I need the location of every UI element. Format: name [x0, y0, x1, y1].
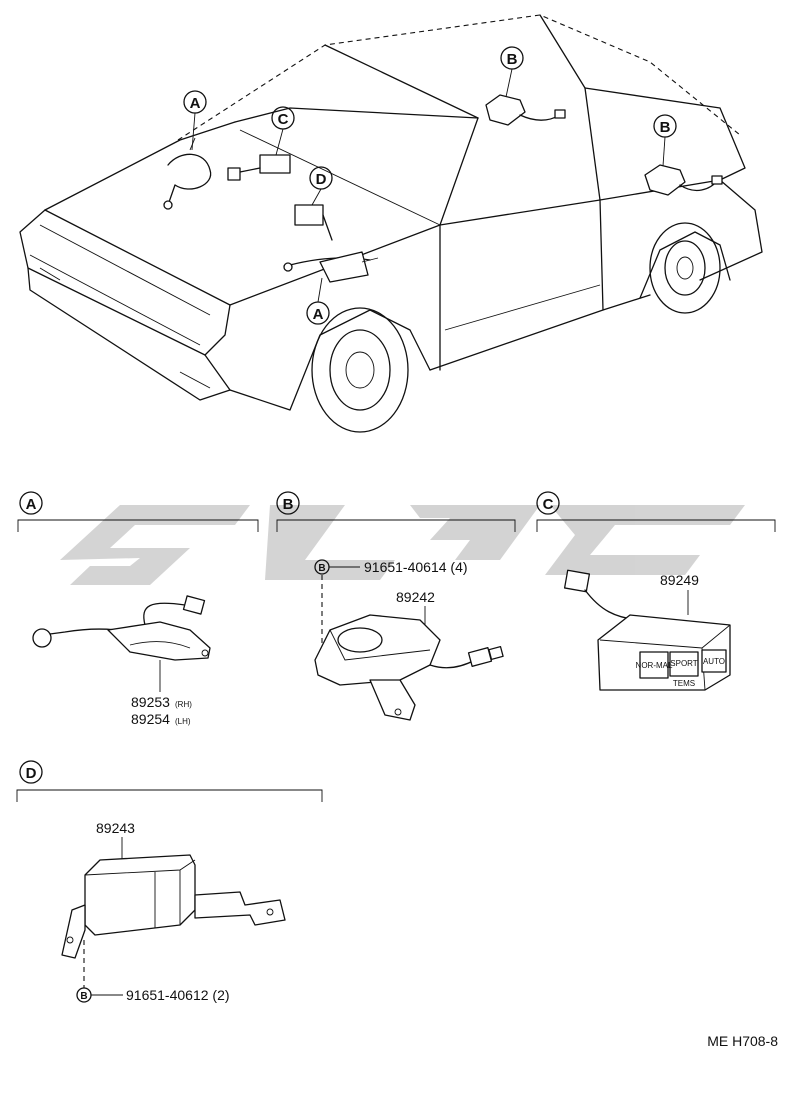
callout-b-rear-label: B: [660, 119, 671, 136]
bolt-91651-40612: B 91651-40612 (2): [76, 940, 230, 1003]
car-part-actuator-rear: [644, 164, 723, 196]
car-part-front-right-sensor: [283, 251, 379, 283]
section-c: C 89249 NOR-MAL SPORT AUTO TEMS: [536, 491, 776, 691]
watermark-logo: [60, 505, 745, 585]
part-number-89253: 89253: [131, 694, 170, 710]
section-a-bracket: [17, 519, 259, 532]
section-d: D 89243 B 91651-40612 (2): [16, 760, 323, 1003]
section-c-label: C: [543, 496, 554, 513]
part-89242-actuator: [314, 614, 504, 721]
section-b-label: B: [283, 496, 294, 513]
switch-label-sport: SPORT: [670, 659, 698, 668]
section-a: A 89253 (RH) 89254 (LH): [17, 491, 259, 727]
part-suffix-rh: (RH): [175, 700, 192, 709]
switch-label-tems: TEMS: [673, 679, 695, 688]
car-part-computer-d: [294, 204, 333, 241]
part-number-91651-40612: 91651-40612 (2): [126, 987, 230, 1003]
part-number-89249: 89249: [660, 572, 699, 588]
part-number-89242: 89242: [396, 589, 435, 605]
part-number-91651-40614: 91651-40614 (4): [364, 559, 468, 575]
part-89253-sensor: [32, 595, 211, 661]
callout-b-front: B: [500, 46, 524, 98]
car-part-switch-c: [227, 154, 291, 181]
section-b-bracket: [276, 519, 516, 532]
section-a-label: A: [26, 496, 37, 513]
callout-a-top: A: [183, 90, 207, 151]
callout-a-bottom-label: A: [313, 306, 324, 323]
part-number-89254: 89254: [131, 711, 170, 727]
car-part-front-left-sensor: [163, 137, 212, 210]
section-c-bracket: [536, 519, 776, 532]
callout-b-front-label: B: [507, 51, 518, 68]
part-suffix-lh: (LH): [175, 717, 191, 726]
bolt-d-ref: B: [80, 991, 87, 1002]
callout-d-top: D: [309, 166, 333, 206]
part-89243-computer: [61, 854, 286, 959]
part-number-89243: 89243: [96, 820, 135, 836]
section-d-label: D: [26, 765, 37, 782]
callout-a-top-label: A: [190, 95, 201, 112]
car-illustration: [19, 14, 763, 433]
section-b: B B 91651-40614 (4) 89242: [276, 491, 516, 721]
callout-d-top-label: D: [316, 171, 327, 188]
car-part-actuator-front: [485, 94, 566, 126]
callout-b-rear: B: [653, 114, 677, 167]
switch-label-auto: AUTO: [703, 657, 725, 666]
callout-c-top: C: [271, 106, 295, 156]
switch-label-normal: NOR-MAL: [636, 661, 673, 670]
callout-a-bottom: A: [306, 277, 330, 325]
diagram-code: ME H708-8: [707, 1033, 778, 1049]
bolt-91651-40614: B 91651-40614 (4): [314, 559, 468, 660]
bolt-b-ref: B: [318, 563, 325, 574]
callout-c-top-label: C: [278, 111, 289, 128]
part-89249-switch: NOR-MAL SPORT AUTO TEMS: [563, 569, 731, 691]
section-d-bracket: [16, 789, 323, 802]
